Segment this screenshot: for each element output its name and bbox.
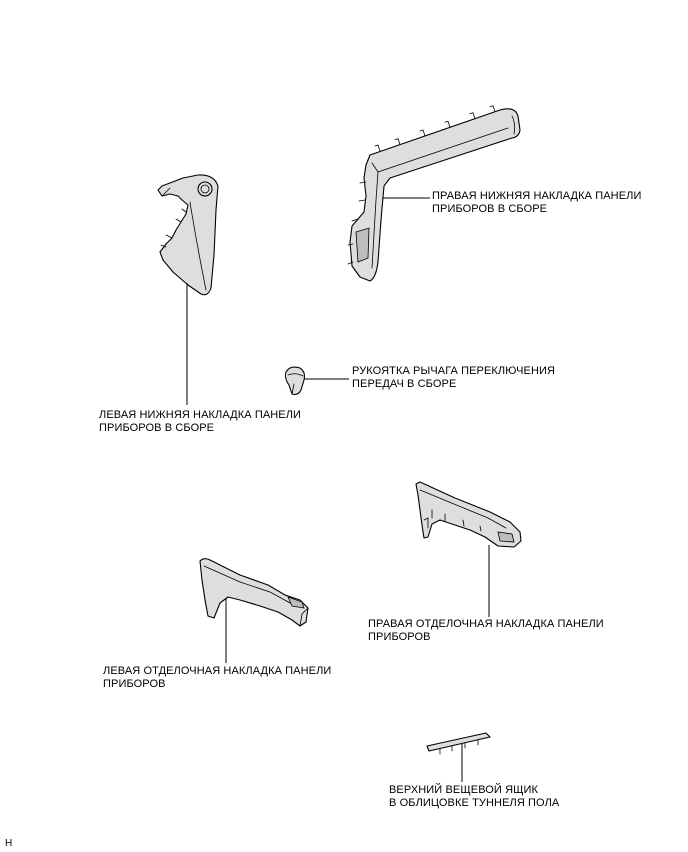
label-left-lower-panel-line2: ПРИБОРОВ В СБОРЕ — [99, 422, 215, 434]
label-right-lower-panel-line1: ПРАВАЯ НИЖНЯЯ НАКЛАДКА ПАНЕЛИ — [432, 190, 642, 202]
console-box-drawing — [426, 732, 491, 755]
label-console-box-line1: ВЕРХНИЙ ВЕЩЕВОЙ ЯЩИК — [389, 784, 539, 796]
label-console-box-line2: В ОБЛИЦОВКЕ ТУННЕЛЯ ПОЛА — [389, 797, 560, 809]
left-lower-panel-drawing — [157, 174, 219, 296]
label-right-finish-panel-line1: ПРАВАЯ ОТДЕЛОЧНАЯ НАКЛАДКА ПАНЕЛИ — [368, 618, 604, 630]
label-right-lower-panel: ПРАВАЯ НИЖНЯЯ НАКЛАДКА ПАНЕЛИ ПРИБОРОВ В… — [432, 190, 641, 216]
label-shift-knob-line1: РУКОЯТКА РЫЧАГА ПЕРЕКЛЮЧЕНИЯ — [352, 365, 556, 377]
shift-knob-drawing — [284, 366, 306, 396]
label-right-finish-panel-line2: ПРИБОРОВ — [368, 631, 431, 643]
label-left-lower-panel: ЛЕВАЯ НИЖНЯЯ НАКЛАДКА ПАНЕЛИ ПРИБОРОВ В … — [99, 409, 301, 435]
left-finish-panel-drawing — [199, 558, 309, 627]
right-lower-panel-drawing — [347, 105, 521, 282]
label-right-finish-panel: ПРАВАЯ ОТДЕЛОЧНАЯ НАКЛАДКА ПАНЕЛИ ПРИБОР… — [368, 618, 604, 644]
label-shift-knob: РУКОЯТКА РЫЧАГА ПЕРЕКЛЮЧЕНИЯ ПЕРЕДАЧ В С… — [352, 365, 555, 391]
corner-mark: H — [5, 838, 13, 849]
label-left-finish-panel: ЛЕВАЯ ОТДЕЛОЧНАЯ НАКЛАДКА ПАНЕЛИ ПРИБОРО… — [103, 665, 331, 691]
label-console-box: ВЕРХНИЙ ВЕЩЕВОЙ ЯЩИК В ОБЛИЦОВКЕ ТУННЕЛЯ… — [389, 784, 559, 810]
right-finish-panel-drawing — [415, 481, 522, 548]
label-left-finish-panel-line2: ПРИБОРОВ — [103, 678, 166, 690]
label-left-lower-panel-line1: ЛЕВАЯ НИЖНЯЯ НАКЛАДКА ПАНЕЛИ — [99, 409, 302, 421]
label-shift-knob-line2: ПЕРЕДАЧ В СБОРЕ — [352, 378, 457, 390]
label-right-lower-panel-line2: ПРИБОРОВ В СБОРЕ — [432, 203, 548, 215]
label-left-finish-panel-line1: ЛЕВАЯ ОТДЕЛОЧНАЯ НАКЛАДКА ПАНЕЛИ — [103, 665, 332, 677]
